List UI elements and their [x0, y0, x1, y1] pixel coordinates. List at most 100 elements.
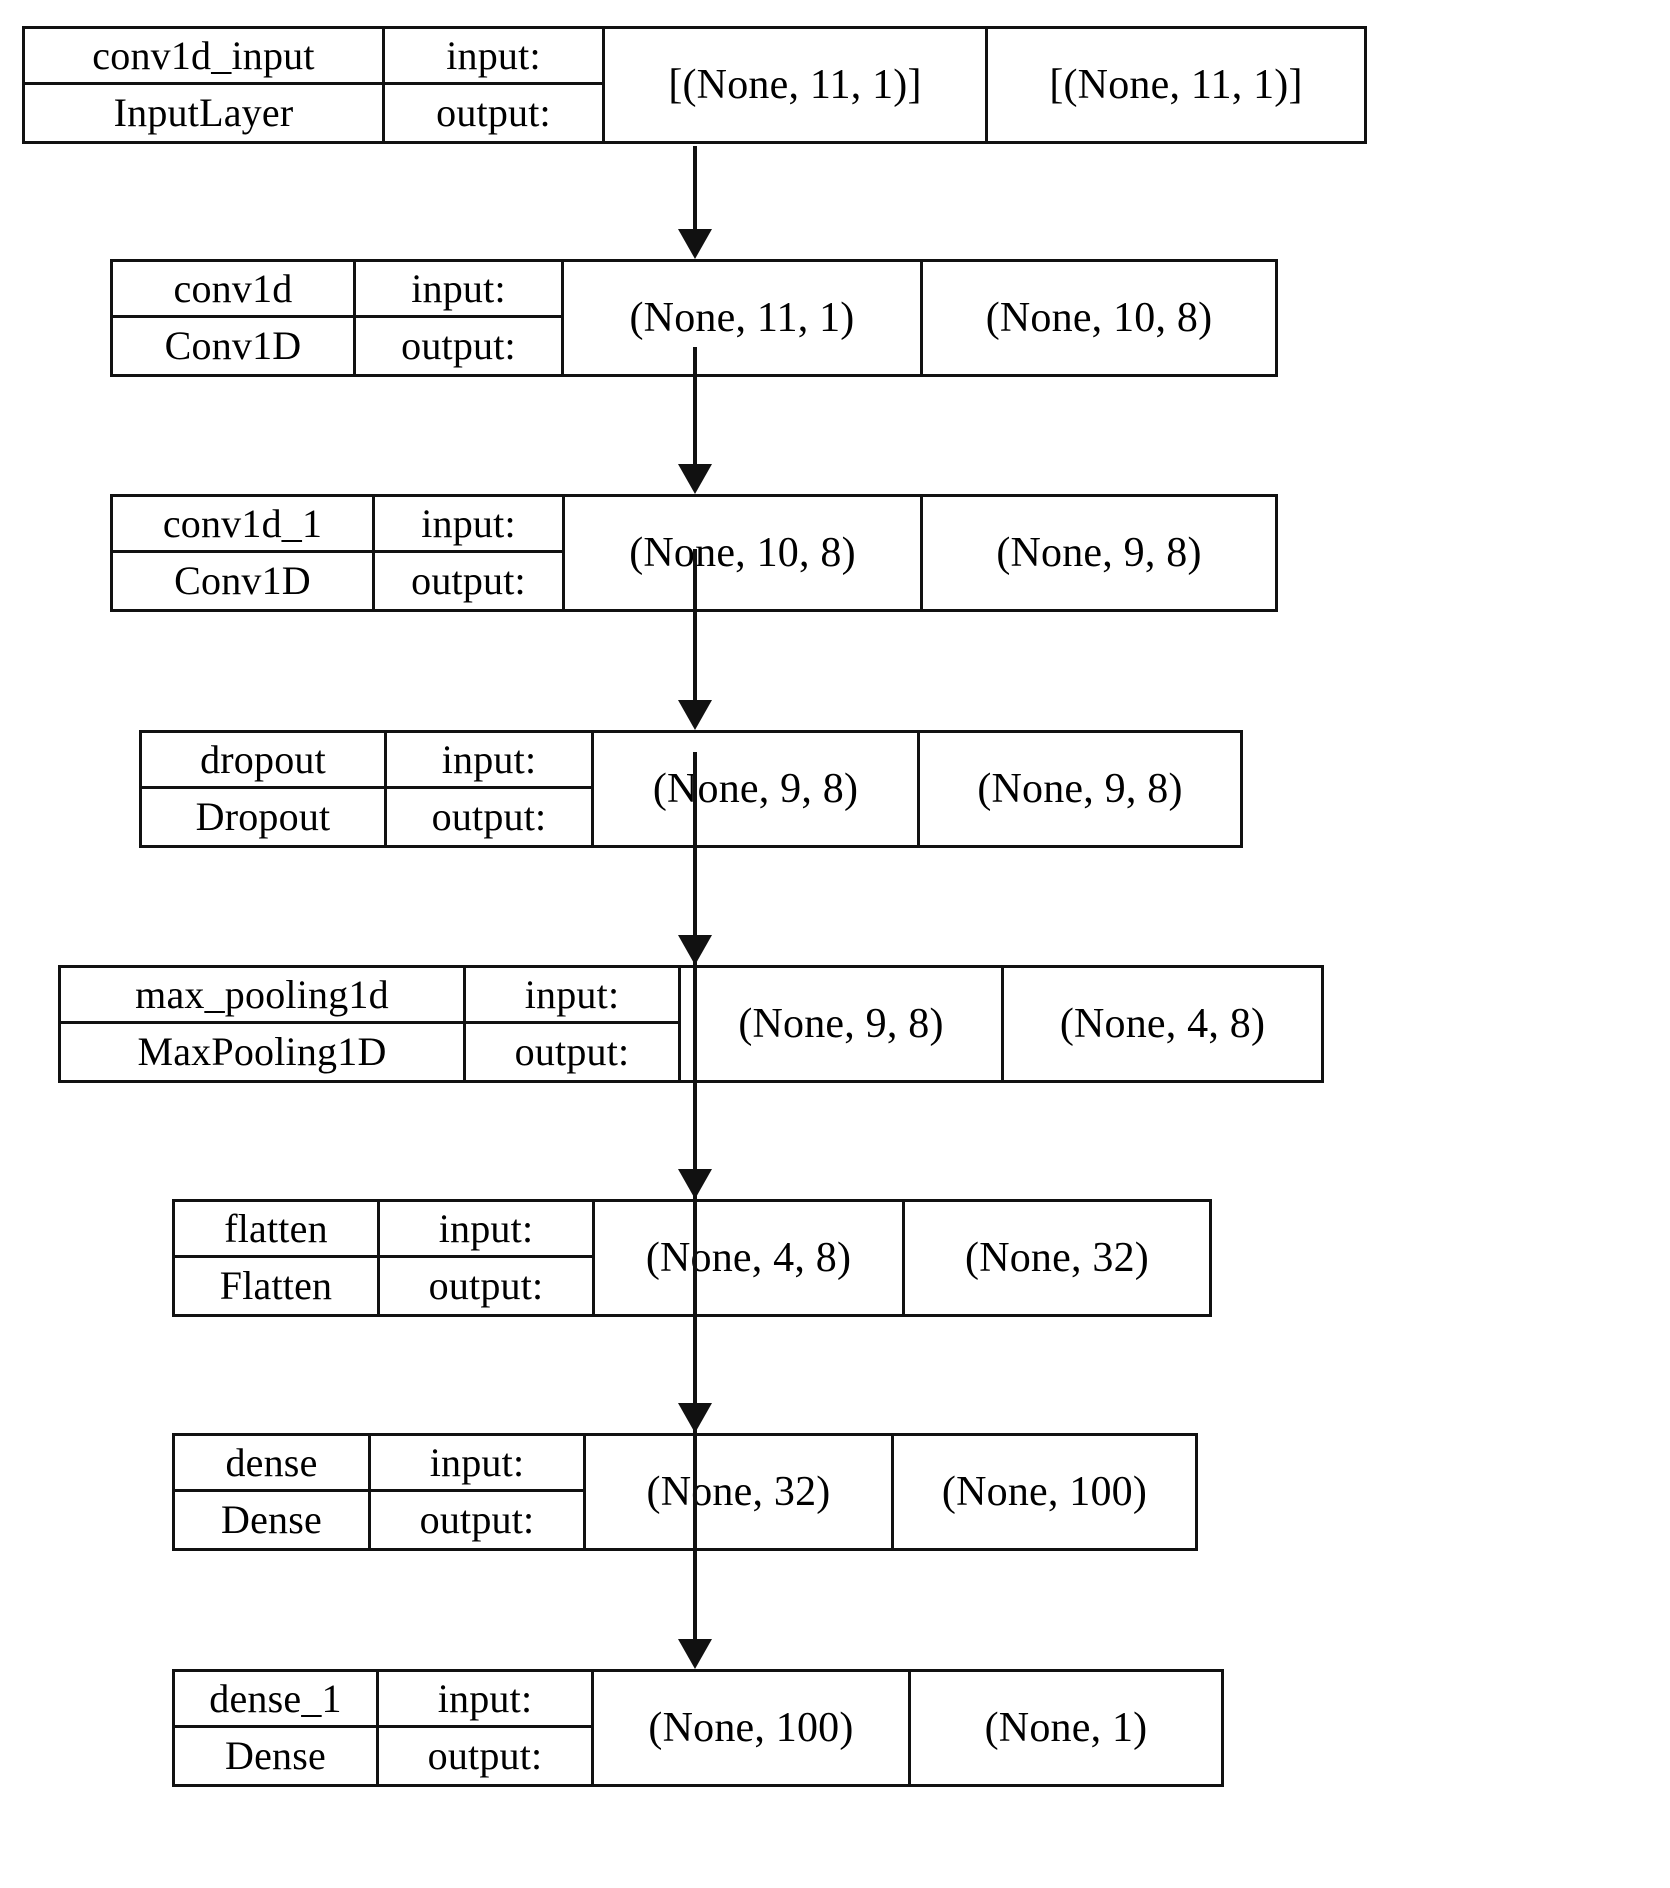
input-shape-dense_1-text: (None, 100) — [648, 1705, 854, 1751]
output-shape-flatten-text: (None, 32) — [965, 1235, 1149, 1281]
layer-type-conv1d_input: InputLayer — [25, 85, 382, 141]
input-label-dropout-text: input: — [441, 736, 537, 782]
input-label-conv1d_input: input: — [385, 29, 602, 85]
output-shape-dropout-text: (None, 9, 8) — [977, 766, 1183, 812]
layer-type-dropout: Dropout — [142, 789, 384, 845]
output-shape-flatten: (None, 32) — [905, 1202, 1209, 1314]
output-label-dense: output: — [371, 1492, 583, 1548]
output-shape-dense-text: (None, 100) — [941, 1469, 1148, 1515]
output-label-dense_1: output: — [379, 1728, 591, 1784]
arrow-shaft — [693, 1357, 697, 1639]
output-shape-conv1d_input-text: [(None, 11, 1)] — [1049, 62, 1303, 108]
io-label-column-max_pooling1d: input:output: — [466, 968, 681, 1080]
output-label-conv1d_1: output: — [375, 553, 562, 609]
input-label-dense_1: input: — [379, 1672, 591, 1728]
input-label-conv1d-text: input: — [411, 265, 506, 311]
output-shape-conv1d: (None, 10, 8) — [923, 262, 1275, 374]
io-label-column-dropout: input: output: — [387, 733, 594, 845]
input-shape-dropout-text: (None, 9, 8) — [652, 766, 859, 812]
input-shape-conv1d_input-text: [(None, 11, 1)] — [668, 62, 922, 108]
input-shape-max_pooling1d-text: (None, 9, 8) — [738, 1001, 944, 1047]
input-label-conv1d: input: — [356, 262, 561, 318]
output-label-max_pooling1d: output: — [466, 1024, 678, 1080]
input-shape-conv1d: (None, 11, 1) — [564, 262, 923, 374]
input-label-conv1d_input-text: input: — [446, 32, 541, 78]
layer-type-conv1d: Conv1D — [113, 318, 353, 374]
io-label-column-conv1d_input: input: output: — [385, 29, 605, 141]
arrow-shaft — [693, 146, 697, 229]
layer-type-text: Dense — [221, 1497, 322, 1542]
output-label-conv1d_1-text: output: — [411, 558, 526, 603]
output-shape-dense: (None, 100) — [894, 1436, 1195, 1548]
arrow-head-icon — [678, 229, 712, 259]
layer-type-text: Dense — [225, 1733, 326, 1778]
input-label-conv1d_1-text: input: — [421, 500, 516, 546]
output-label-dropout-text: output: — [431, 794, 547, 839]
layer-name-dropout: dropout — [142, 733, 384, 789]
input-label-flatten-text: input: — [438, 1205, 534, 1251]
output-shape-conv1d_1-text: (None, 9, 8) — [996, 530, 1202, 576]
input-shape-max_pooling1d: (None, 9, 8) — [681, 968, 1004, 1080]
output-label-conv1d-text: output: — [401, 323, 516, 368]
output-shape-max_pooling1d: (None, 4, 8) — [1004, 968, 1321, 1080]
input-label-max_pooling1d: input: — [466, 968, 678, 1024]
arrow-shaft — [693, 347, 697, 464]
output-shape-dropout: (None, 9, 8) — [920, 733, 1240, 845]
layer-name-text: max_pooling1d — [135, 971, 389, 1017]
io-label-column-dense: input: output: — [371, 1436, 586, 1548]
layer-name-text: flatten — [224, 1205, 328, 1251]
input-label-dense: input: — [371, 1436, 583, 1492]
layer-type-dense: Dense — [175, 1492, 368, 1548]
output-shape-dense_1: (None, 1) — [911, 1672, 1221, 1784]
layer-type-text: MaxPooling1D — [137, 1029, 387, 1074]
layer-name-text: dense — [225, 1439, 318, 1485]
layer-type-text: InputLayer — [113, 90, 294, 135]
input-label-dropout: input: — [387, 733, 591, 789]
layer-name-text: conv1d_input — [92, 32, 315, 78]
input-shape-conv1d-text: (None, 11, 1) — [629, 295, 855, 341]
input-shape-dense-text: (None, 32) — [646, 1469, 831, 1515]
output-shape-dense_1-text: (None, 1) — [984, 1705, 1148, 1751]
output-label-conv1d_input: output: — [385, 85, 602, 141]
layer-name-text: conv1d — [173, 265, 293, 311]
output-label-dense-text: output: — [419, 1497, 535, 1542]
layer-name-dense: dense — [175, 1436, 368, 1492]
input-label-flatten: input: — [380, 1202, 592, 1258]
layer-type-flatten: Flatten — [175, 1258, 377, 1314]
io-label-column-conv1d_1: input: output: — [375, 497, 565, 609]
input-shape-conv1d_input: [(None, 11, 1)] — [605, 29, 988, 141]
output-label-flatten-text: output: — [428, 1263, 544, 1308]
arrow-shaft — [693, 549, 697, 700]
layer-name-text: dense_1 — [209, 1675, 342, 1721]
input-label-dense-text: input: — [429, 1439, 525, 1485]
output-label-conv1d: output: — [356, 318, 561, 374]
layer-name-text: conv1d_1 — [162, 500, 323, 546]
layer-name-dense_1: dense_1 — [175, 1672, 376, 1728]
output-shape-max_pooling1d-text: (None, 4, 8) — [1059, 1001, 1266, 1047]
layer-type-text: Flatten — [219, 1263, 333, 1308]
layer-name-conv1d: conv1d — [113, 262, 353, 318]
output-shape-conv1d-text: (None, 10, 8) — [985, 295, 1213, 341]
output-label-dense_1-text: output: — [427, 1733, 543, 1778]
input-shape-flatten: (None, 4, 8) — [595, 1202, 905, 1314]
layer-name-text: dropout — [200, 736, 326, 782]
input-shape-conv1d_1-text: (None, 10, 8) — [629, 530, 856, 576]
layer-type-text: Dropout — [195, 794, 331, 839]
input-label-dense_1-text: input: — [437, 1675, 533, 1721]
output-label-conv1d_input-text: output: — [436, 90, 551, 135]
layer-name-flatten: flatten — [175, 1202, 377, 1258]
io-label-column-dense_1: input: output: — [379, 1672, 594, 1784]
